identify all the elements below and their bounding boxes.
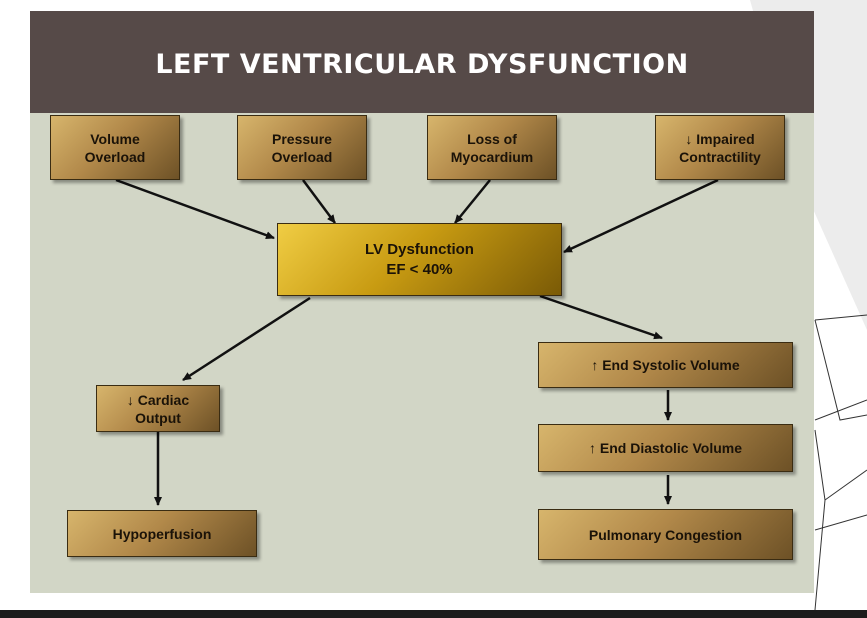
cause-label: ↓ Impaired Contractility — [679, 130, 761, 165]
cardiac-output-box: ↓ Cardiac Output — [96, 385, 220, 432]
right-branch-label: Pulmonary Congestion — [588, 526, 743, 543]
right-branch-label: ↑ End Diastolic Volume — [589, 440, 742, 456]
slide: LEFT VENTRICULAR DYSFUNCTION — [30, 11, 814, 593]
cause-label: Volume Overload — [84, 130, 146, 165]
cause-label: Pressure Overload — [271, 130, 333, 165]
arrow-pressure-to-lv — [301, 179, 337, 224]
cause-box-impaired-contractility: ↓ Impaired Contractility — [655, 115, 785, 180]
cause-box-loss-of-myocardium: Loss of Myocardium — [427, 115, 557, 180]
end-diastolic-volume-box: ↑ End Diastolic Volume — [538, 424, 793, 472]
arrow-impaired-to-lv — [563, 178, 719, 254]
arrow-volume-to-lv — [115, 178, 275, 240]
footer-bar — [0, 610, 867, 618]
center-label: LV Dysfunction EF < 40% — [365, 240, 474, 278]
arrow-lv-to-cardiac — [182, 296, 311, 382]
slide-title: LEFT VENTRICULAR DYSFUNCTION — [155, 49, 689, 80]
end-systolic-volume-box: ↑ End Systolic Volume — [538, 342, 793, 388]
cause-label: Loss of Myocardium — [450, 130, 534, 165]
lv-dysfunction-box: LV Dysfunction EF < 40% — [277, 223, 562, 296]
arrow-loss-to-lv — [454, 179, 491, 224]
cause-box-volume-overload: Volume Overload — [50, 115, 180, 180]
left-branch-label: Hypoperfusion — [112, 525, 212, 542]
title-band: LEFT VENTRICULAR DYSFUNCTION — [30, 11, 814, 113]
pulmonary-congestion-box: Pulmonary Congestion — [538, 509, 793, 560]
hypoperfusion-box: Hypoperfusion — [67, 510, 257, 557]
cause-box-pressure-overload: Pressure Overload — [237, 115, 367, 180]
right-branch-label: ↑ End Systolic Volume — [591, 357, 740, 373]
arrow-lv-to-systolic — [539, 294, 663, 340]
left-branch-label: ↓ Cardiac Output — [126, 391, 190, 426]
